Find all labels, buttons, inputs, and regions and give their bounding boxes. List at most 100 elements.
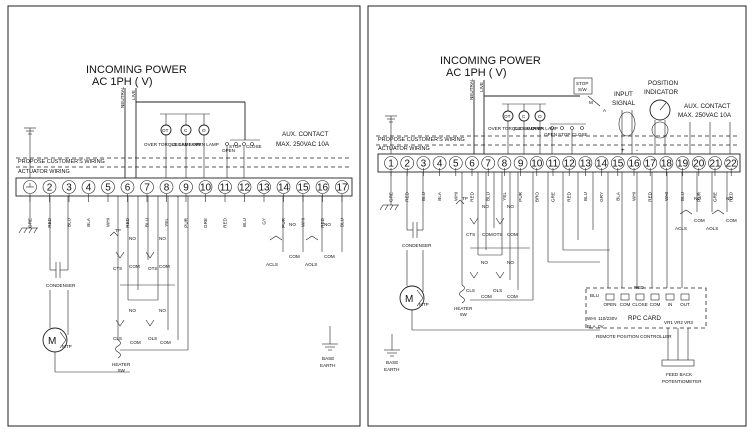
right-lamps: OT C O OVER TORQUE LAMP CLOSE LAMP OPEN … <box>488 103 558 154</box>
left-terminal-5 <box>101 180 115 194</box>
left-heater-label2: 5W <box>118 368 126 373</box>
right-wire-color-label: PUR <box>518 191 523 201</box>
right-vr2: VR2 <box>674 320 683 325</box>
left-heater-label1: HEATER <box>112 362 131 367</box>
right-rpc-side-whi: WHI <box>587 316 596 321</box>
right-ols-no: NO <box>507 260 514 265</box>
left-motor-label: M <box>48 336 56 347</box>
right-wire-color-label: BLU <box>680 192 685 201</box>
right-panel-frame <box>367 5 747 427</box>
left-terminal-label: 8 <box>164 182 170 193</box>
right-terminal-label: 21 <box>709 158 721 169</box>
left-neutral-label: NEUTRAL <box>120 86 125 108</box>
left-push-buttons: OPEN STOP CLOSE <box>222 139 262 178</box>
right-wire-color-label: BLU <box>583 192 588 201</box>
left-terminal-4 <box>81 180 96 194</box>
left-terminal-6 <box>120 180 135 194</box>
right-mode-selector-icon <box>587 95 601 107</box>
left-acls-icon <box>269 235 283 241</box>
left-cls-no: NO <box>129 308 136 313</box>
right-terminal-label: 10 <box>531 158 543 169</box>
right-terminal-label: 8 <box>502 158 508 169</box>
right-wire-color-label: YEL <box>502 192 507 201</box>
left-wire-color-label: BLU <box>67 218 72 227</box>
right-ots-com: COM <box>507 232 518 237</box>
left-terminal-label: 11 <box>220 182 231 193</box>
right-rpc-terminal <box>635 293 645 301</box>
right-acls-icon <box>679 209 693 215</box>
left-wire-color-label: BLA <box>86 217 91 227</box>
right-rpc-card-frame <box>585 287 707 329</box>
left-ols-icon <box>145 319 155 327</box>
left-cls-com: COM <box>130 340 141 345</box>
right-ots-no: NO <box>507 204 514 209</box>
right-stop-sw-line2: S/W <box>578 87 587 92</box>
right-wire-color-label: GRY <box>599 192 604 202</box>
right-cts-icon <box>469 217 479 225</box>
right-lamp-c: C <box>522 114 526 119</box>
right-live-label: LIVE <box>479 82 484 92</box>
right-heater: HEATER 5W <box>454 172 473 317</box>
left-terminal-label: 2 <box>47 182 53 193</box>
left-ots-no: NO <box>159 236 166 241</box>
right-heater-label2: 5W <box>460 312 468 317</box>
left-title-line2: AC 1PH ( V) <box>92 76 153 88</box>
left-cls-label: CLS <box>113 336 122 341</box>
right-aols-label: AOLS <box>706 226 718 231</box>
right-position-indicator-gauge-icon <box>649 99 671 121</box>
right-rpc-terminal <box>620 293 630 301</box>
right-rpc-terminal <box>650 293 660 301</box>
left-ground-terminal-icon <box>23 180 37 194</box>
right-acls-com: COM <box>694 218 705 223</box>
right-cls-icon <box>469 271 479 279</box>
left-close-button-label: CLOSE <box>246 144 262 149</box>
right-stop-switch: STOP S/W M A <box>573 77 607 113</box>
left-limit-switches: TP CTS OTS CLS OLS NO NO COM COM NO NO C… <box>109 196 189 351</box>
right-terminal-label: 12 <box>564 158 576 169</box>
right-wire-color-label: RED <box>567 191 572 201</box>
left-terminal-17 <box>335 180 349 194</box>
right-wire-color-label: BLU <box>486 192 491 201</box>
right-wire-color-label: WHI <box>664 192 669 201</box>
left-heater-icon <box>115 339 121 359</box>
right-acls-no: NO <box>694 196 701 201</box>
right-push-buttons: OPEN STOP CLOSE <box>544 123 588 154</box>
left-terminal-12 <box>237 180 252 194</box>
right-aols-icon <box>711 209 725 215</box>
left-tp-label: TP <box>115 228 121 233</box>
right-vr1: VR1 <box>664 320 673 325</box>
right-wire-color-label: WHI <box>632 192 637 201</box>
right-rpc-side-red: RED <box>634 285 644 290</box>
left-base-earth: BASE EARTH <box>320 326 338 368</box>
left-cls-icon <box>115 319 125 327</box>
right-wire-color-label: GRE <box>713 192 718 202</box>
left-ots-icon <box>145 251 155 259</box>
right-actuator-wiring-label: ACTUATOR WIRING <box>378 146 430 152</box>
right-base-earth-label1: BASE <box>386 360 398 365</box>
right-rpc-side-blu: BLU <box>590 293 599 298</box>
left-cts-label: CTS <box>113 266 122 271</box>
left-mtp-label: MTP <box>62 344 72 349</box>
left-lamp-c-label: CLOSE LAMP <box>172 142 201 147</box>
right-customer-wiring-label: PROPOSE CUSTOMER'S WIRING <box>378 137 465 143</box>
right-sw-m: M <box>589 100 593 105</box>
right-feedback-line2: POTENTIOMETER <box>662 379 702 384</box>
left-terminal-2 <box>42 180 57 194</box>
right-aols-com: COM <box>726 218 737 223</box>
left-wire-color-label: BLU <box>242 218 247 227</box>
right-mtp-label: MTP <box>419 302 429 307</box>
right-input-minus: - <box>636 147 638 154</box>
right-lamp-ot-label: OVER TORQUE LAMP <box>488 126 536 131</box>
right-close-button-label: CLOSE <box>572 132 588 137</box>
right-ols-label: OLS <box>493 288 502 293</box>
left-acls-no: NO <box>289 222 296 227</box>
right-terminal-label: 17 <box>645 158 657 169</box>
left-lamp-o-label: OPEN LAMP <box>192 142 219 147</box>
left-acls-label: ACLS <box>266 262 278 267</box>
right-terminal-label: 19 <box>677 158 689 169</box>
right-aols-no: NO <box>726 196 733 201</box>
right-input-signal: INPUT SIGNAL <box>612 91 636 154</box>
left-terminal-label: 10 <box>200 182 212 193</box>
